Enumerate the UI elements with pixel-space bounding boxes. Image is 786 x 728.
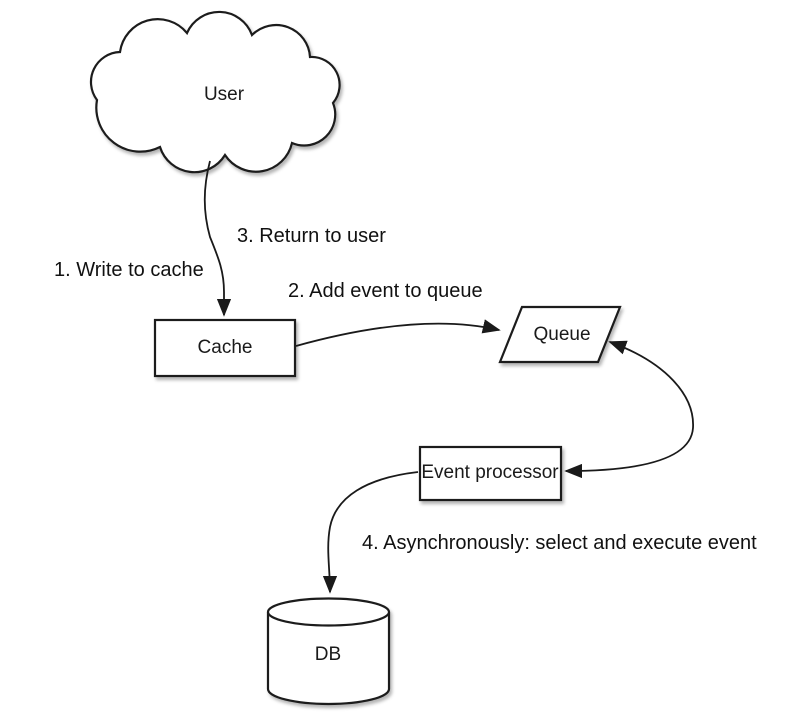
event-processor-box: [418, 445, 563, 502]
edge-label-write-to-cache: 1. Write to cache: [54, 259, 204, 281]
event-processor-label: Event processor: [421, 462, 559, 483]
user-label: User: [203, 84, 245, 105]
edge-label-async-execute: 4. Asynchronously: select and execute ev…: [362, 532, 757, 554]
edge-label-return-to-user: 3. Return to user: [237, 225, 386, 247]
cache-label: Cache: [197, 337, 253, 358]
edge-label-add-event-to-queue: 2. Add event to queue: [288, 280, 483, 302]
db-cylinder: [266, 597, 391, 706]
arrow-event-processor-to-db: [322, 471, 419, 594]
arrow-queue-event-processor: [564, 340, 694, 479]
user-cloud-shape: [89, 10, 341, 174]
arrow-cache-to-queue: [295, 319, 501, 347]
db-label: DB: [314, 644, 342, 665]
arrow-user-to-cache: [203, 160, 232, 317]
cache-box: [153, 318, 297, 378]
queue-label: Queue: [533, 324, 591, 345]
